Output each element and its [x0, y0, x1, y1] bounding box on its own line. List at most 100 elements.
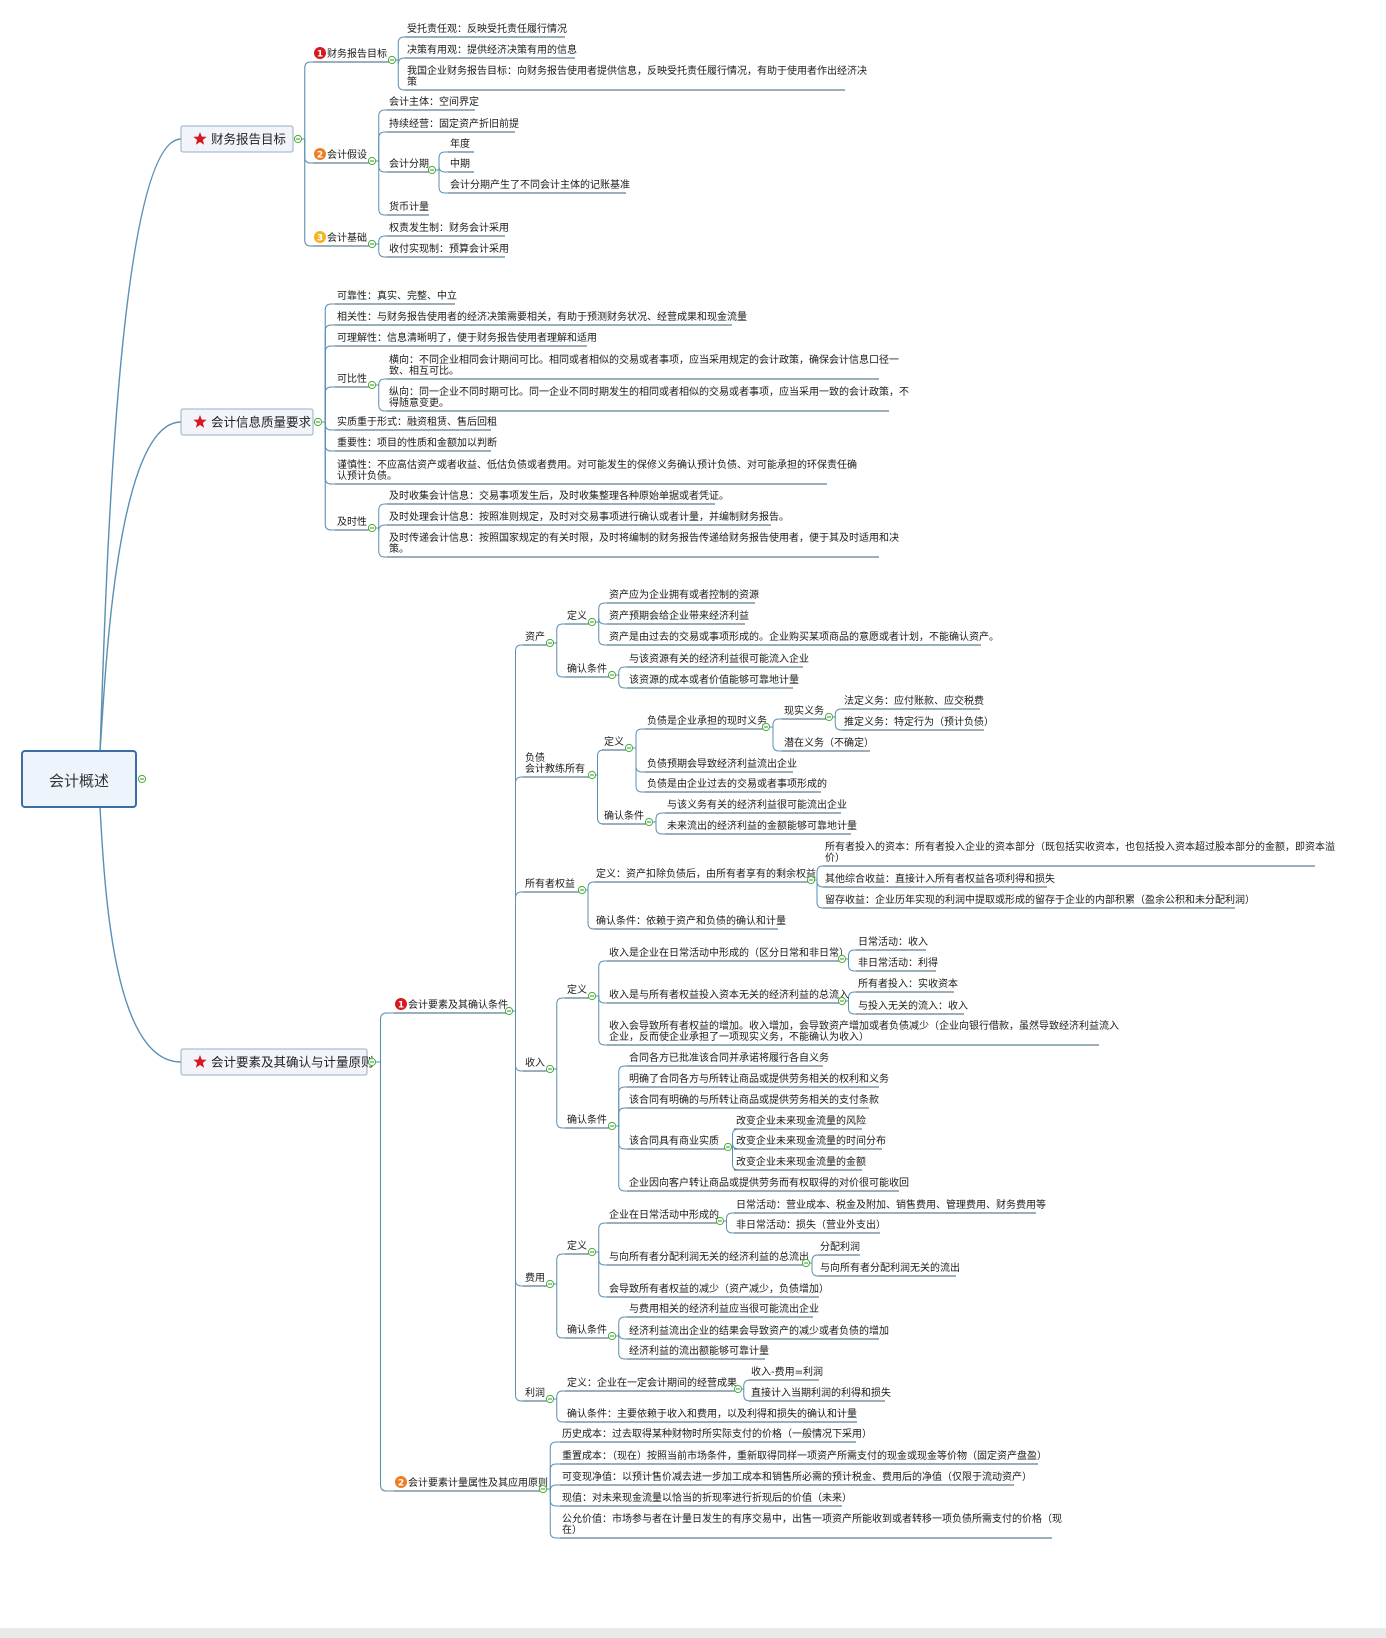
topic-label[interactable]: 确认条件 [567, 662, 607, 675]
topic-label-continued[interactable]: 在） [562, 1524, 582, 1536]
topic-label[interactable]: 负债是企业承担的现时义务 [647, 714, 767, 727]
topic-label[interactable]: 改变企业未来现金流量的时间分布 [736, 1134, 886, 1147]
topic-label[interactable]: 该合同有明确的与所转让商品或提供劳务相关的支付条款 [629, 1093, 879, 1106]
topic-label-continued[interactable]: 价） [825, 852, 845, 864]
topic-label[interactable]: 推定义务：特定行为（预计负债） [844, 715, 994, 728]
topic-label[interactable]: 可靠性：真实、完整、中立 [337, 289, 457, 302]
topic-label[interactable]: 改变企业未来现金流量的风险 [736, 1114, 866, 1127]
topic-label[interactable]: 纵向：同一企业不同时期可比。同一企业不同时期发生的相同或者相似的交易或者事项，应… [389, 385, 909, 398]
topic-label-continued[interactable]: 策。 [389, 542, 409, 555]
topic-label[interactable]: 法定义务：应付账款、应交税费 [844, 694, 984, 707]
topic-label[interactable]: 及时性 [337, 515, 367, 528]
topic-label[interactable]: 及时处理会计信息：按照准则规定，及时对交易事项进行确认或者计量，并编制财务报告。 [389, 510, 789, 523]
topic-label[interactable]: 可比性 [337, 372, 367, 385]
root-topic[interactable] [21, 750, 137, 808]
topic-label[interactable]: 资产是由过去的交易或事项形成的。企业购买某项商品的意愿或者计划，不能确认资产。 [609, 630, 999, 643]
topic-label[interactable]: 定义：企业在一定会计期间的经营成果 [567, 1376, 737, 1389]
topic-label[interactable]: 受托责任观：反映受托责任履行情况 [407, 22, 567, 35]
topic-label[interactable]: 会计主体：空间界定 [389, 95, 479, 108]
topic-label[interactable]: 重要性：项目的性质和金额加以判断 [337, 436, 497, 449]
main-branch-topic[interactable] [180, 408, 314, 436]
topic-label[interactable]: 确认条件 [567, 1323, 607, 1336]
topic-label[interactable]: 及时传递会计信息：按照国家规定的有关时限，及时将编制的财务报告传递给财务报告使用… [389, 531, 899, 544]
topic-label[interactable]: 与向所有者分配利润无关的经济利益的总流出 [609, 1250, 809, 1263]
topic-label[interactable]: 会计假设 [327, 148, 367, 161]
topic-label[interactable]: 资产应为企业拥有或者控制的资源 [609, 588, 759, 601]
topic-label[interactable]: 权责发生制：财务会计采用 [389, 221, 509, 234]
topic-label[interactable]: 费用 [525, 1271, 545, 1284]
topic-label[interactable]: 会计分期产生了不同会计主体的记账基准 [450, 178, 630, 191]
topic-label[interactable]: 资产 [525, 630, 545, 643]
topic-label[interactable]: 直接计入当期利润的利得和损失 [751, 1386, 891, 1399]
topic-label[interactable]: 确认条件 [604, 809, 644, 822]
main-branch-topic[interactable] [180, 1048, 368, 1076]
topic-label[interactable]: 分配利润 [820, 1240, 860, 1253]
topic-label-continued[interactable]: 企业，反而使企业承担了一项现实义务，不能确认为收入） [609, 1030, 869, 1043]
topic-label-continued[interactable]: 得随意变更。 [389, 396, 449, 409]
topic-label[interactable]: 收付实现制：预算会计采用 [389, 242, 509, 255]
topic-label[interactable]: 及时收集会计信息：交易事项发生后，及时收集整理各种原始单据或者凭证。 [389, 489, 729, 502]
topic-label[interactable]: 财务报告目标 [327, 47, 387, 60]
topic-label[interactable]: 会计分期 [389, 157, 429, 170]
topic-label[interactable]: 其他综合收益：直接计入所有者权益各项利得和损失 [825, 872, 1055, 885]
topic-label[interactable]: 非日常活动：利得 [858, 956, 938, 969]
topic-label[interactable]: 资产预期会给企业带来经济利益 [609, 609, 749, 622]
topic-label[interactable]: 企业因向客户转让商品或提供劳务而有权取得的对价很可能收回 [629, 1176, 909, 1189]
topic-label[interactable]: 定义 [604, 735, 624, 748]
topic-label[interactable]: 货币计量 [389, 200, 429, 213]
topic-label[interactable]: 确认条件：依赖于资产和负债的确认和计量 [596, 914, 786, 927]
topic-label-continued[interactable]: 会计教练所有 [525, 762, 585, 775]
topic-label[interactable]: 会计要素及其确认条件 [408, 998, 508, 1011]
topic-label[interactable]: 收入会导致所有者权益的增加。收入增加，会导致资产增加或者负债减少（企业向银行借款… [609, 1019, 1119, 1032]
topic-label[interactable]: 收入 [525, 1056, 545, 1069]
topic-label[interactable]: 该资源的成本或者价值能够可靠地计量 [629, 673, 799, 686]
topic-label[interactable]: 年度 [450, 137, 470, 150]
topic-label-continued[interactable]: 致、相互可比。 [389, 364, 459, 377]
topic-label[interactable]: 利润 [525, 1386, 545, 1399]
topic-label[interactable]: 决策有用观：提供经济决策有用的信息 [407, 43, 577, 56]
topic-label[interactable]: 谨慎性：不应高估资产或者收益、低估负债或者费用。对可能发生的保修义务确认预计负债… [337, 458, 857, 471]
topic-label[interactable]: 留存收益：企业历年实现的利润中提取或形成的留存于企业的内部积累（盈余公积和未分配… [825, 893, 1255, 906]
topic-label[interactable]: 日常活动：收入 [858, 935, 928, 948]
topic-label[interactable]: 与费用相关的经济利益应当很可能流出企业 [629, 1302, 819, 1315]
topic-label[interactable]: 收入是企业在日常活动中形成的（区分日常和非日常） [609, 946, 849, 959]
topic-label[interactable]: 相关性：与财务报告使用者的经济决策需要相关，有助于预测财务状况、经营成果和现金流… [337, 310, 747, 323]
topic-label[interactable]: 经济利益流出企业的结果会导致资产的减少或者负债的增加 [629, 1324, 889, 1337]
topic-label[interactable]: 会计要素计量属性及其应用原则 [408, 1476, 548, 1489]
topic-label[interactable]: 未来流出的经济利益的金额能够可靠地计量 [667, 819, 857, 832]
topic-label[interactable]: 定义：资产扣除负债后，由所有者享有的剩余权益 [596, 867, 816, 880]
topic-label[interactable]: 负债是由企业过去的交易或者事项形成的 [647, 777, 827, 790]
topic-label[interactable]: 实质重于形式：融资租赁、售后回租 [337, 415, 497, 428]
topic-label[interactable]: 定义 [567, 609, 587, 622]
topic-label[interactable]: 会导致所有者权益的减少（资产减少，负债增加） [609, 1282, 829, 1295]
topic-label[interactable]: 现值：对未来现金流量以恰当的折现率进行折现后的价值（未来） [562, 1491, 852, 1504]
topic-label-continued[interactable]: 认预计负债。 [337, 469, 397, 482]
topic-label[interactable]: 改变企业未来现金流量的金额 [736, 1155, 866, 1168]
topic-label[interactable]: 现实义务 [784, 704, 824, 717]
topic-label[interactable]: 定义 [567, 1239, 587, 1252]
topic-label[interactable]: 负债 [525, 751, 545, 764]
topic-label[interactable]: 我国企业财务报告目标：向财务报告使用者提供信息，反映受托责任履行情况，有助于使用… [407, 64, 867, 77]
topic-label[interactable]: 与该资源有关的经济利益很可能流入企业 [629, 652, 809, 665]
topic-label[interactable]: 潜在义务（不确定） [784, 736, 874, 749]
topic-label[interactable]: 持续经营：固定资产折旧前提 [389, 117, 519, 130]
topic-label[interactable]: 中期 [450, 157, 470, 170]
topic-label[interactable]: 收入-费用=利润 [751, 1365, 823, 1378]
topic-label[interactable]: 确认条件 [567, 1113, 607, 1126]
topic-label[interactable]: 与投入无关的流入：收入 [858, 999, 968, 1012]
topic-label[interactable]: 公允价值：市场参与者在计量日发生的有序交易中，出售一项资产所能收到或者转移一项负… [562, 1512, 1062, 1525]
topic-label[interactable]: 合同各方已批准该合同并承诺将履行各自义务 [629, 1051, 829, 1064]
topic-label[interactable]: 所有者权益 [525, 877, 575, 890]
topic-label[interactable]: 定义 [567, 983, 587, 996]
topic-label[interactable]: 横向：不同企业相同会计期间可比。相同或者相似的交易或者事项，应当采用规定的会计政… [389, 353, 899, 366]
topic-label[interactable]: 经济利益的流出额能够可靠计量 [629, 1344, 769, 1357]
topic-label[interactable]: 非日常活动：损失（营业外支出） [736, 1218, 886, 1231]
topic-label-continued[interactable]: 策 [407, 75, 417, 88]
topic-label[interactable]: 日常活动：营业成本、税金及附加、销售费用、管理费用、财务费用等 [736, 1198, 1046, 1211]
topic-label[interactable]: 可变现净值：以预计售价减去进一步加工成本和销售所必需的预计税金、费用后的净值（仅… [562, 1470, 1032, 1483]
topic-label[interactable]: 历史成本：过去取得某种财物时所实际支付的价格（一般情况下采用） [562, 1427, 872, 1440]
topic-label[interactable]: 与向所有者分配利润无关的流出 [820, 1261, 960, 1274]
topic-label[interactable]: 负债预期会导致经济利益流出企业 [647, 757, 797, 770]
topic-label[interactable]: 收入是与所有者权益投入资本无关的经济利益的总流入 [609, 988, 849, 1001]
topic-label[interactable]: 所有者投入：实收资本 [858, 977, 958, 990]
